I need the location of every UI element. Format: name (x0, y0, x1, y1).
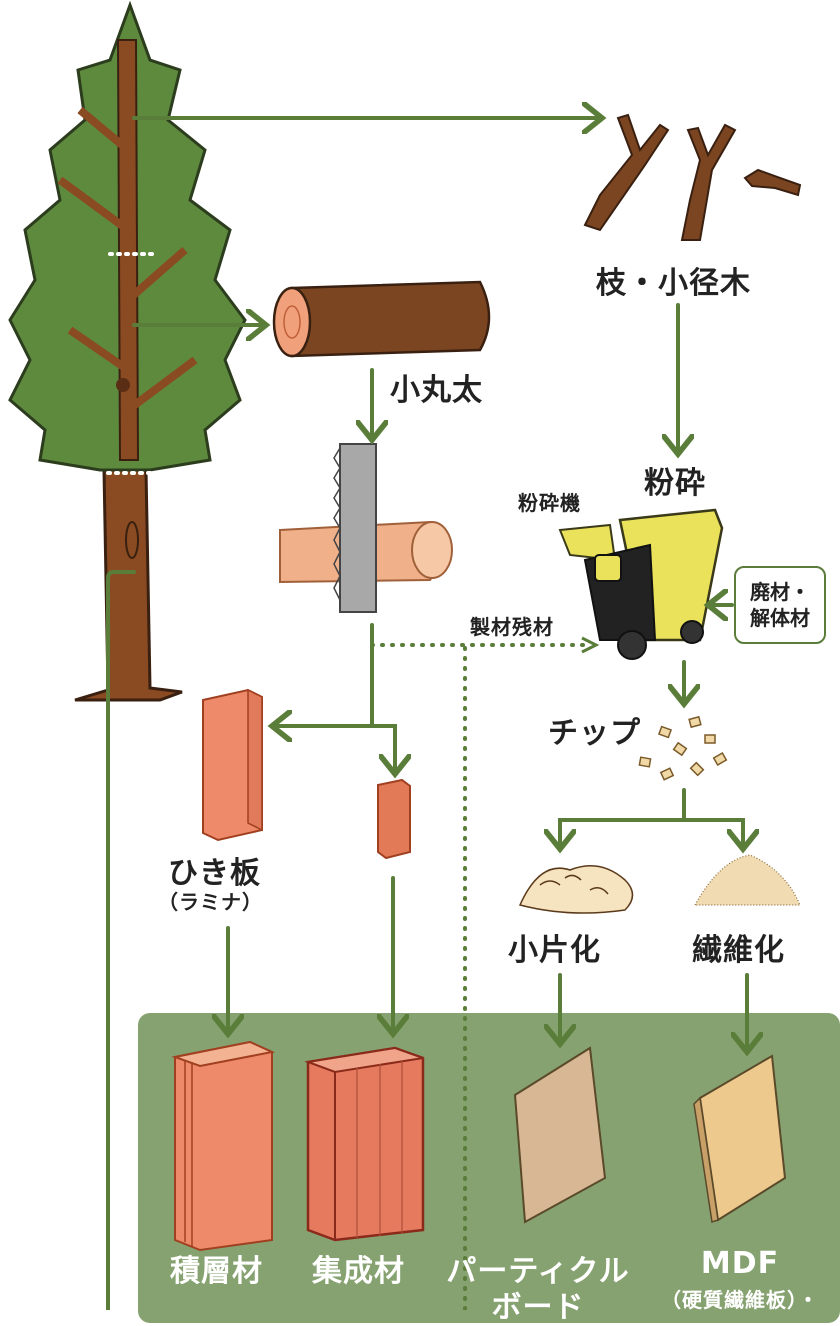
arrow-chip-split (560, 788, 686, 845)
mdf-illustration (693, 1054, 787, 1223)
label-lamina: （ラミナ） (158, 890, 263, 914)
label-branches: 枝・小径木 (596, 266, 751, 301)
sawn-board-illustration (202, 688, 411, 860)
label-chip: チップ (548, 716, 641, 751)
product-particleboard-label-2: ボード (491, 1290, 585, 1325)
saw-log-illustration (279, 443, 453, 613)
flakes-pile-illustration (518, 865, 634, 914)
arrow-saw-to-lamina (370, 724, 395, 770)
fiber-pile-illustration (693, 854, 801, 906)
product-glulam-label: 集成材 (312, 1254, 405, 1289)
label-sawmill-residue: 製材残材 (470, 615, 554, 639)
label-waste-line1: 廃材・ (750, 580, 810, 604)
arrow-chip-to-fiber (682, 818, 743, 845)
tree-inner-trunk (116, 39, 140, 461)
glulam-illustration (304, 1046, 425, 1242)
label-flaking: 小片化 (508, 933, 601, 968)
label-crushing: 粉砕 (644, 466, 706, 501)
chips-illustration (638, 715, 728, 781)
arrows (106, 118, 747, 1310)
arrow-saw-split (276, 623, 374, 726)
lvl-illustration (171, 1040, 276, 1252)
label-fiberizing: 繊維化 (692, 933, 785, 968)
particleboard-illustration (513, 1046, 607, 1224)
product-particleboard-label-1: パーティクル (446, 1254, 630, 1289)
product-mdf-sub-label: （硬質繊維板）・ (661, 1288, 819, 1312)
tree-illustration (8, 0, 247, 702)
label-small-log: 小丸太 (390, 373, 483, 408)
tree-trunk (74, 468, 183, 702)
line-tree-trunk-down (106, 570, 136, 1310)
branches-illustration (583, 113, 802, 241)
label-crusher: 粉砕機 (518, 491, 581, 515)
label-sawn-board: ひき板 (168, 856, 261, 891)
waste-material-box: 廃材・ 解体材 (734, 566, 826, 644)
crusher-illustration (558, 508, 724, 660)
product-lvl-label: 積層材 (170, 1254, 263, 1289)
label-waste-line2: 解体材 (750, 606, 810, 630)
small-log-illustration (272, 280, 491, 358)
product-mdf-label: MDF (700, 1246, 780, 1281)
residue-dotted-lines (370, 643, 590, 1310)
